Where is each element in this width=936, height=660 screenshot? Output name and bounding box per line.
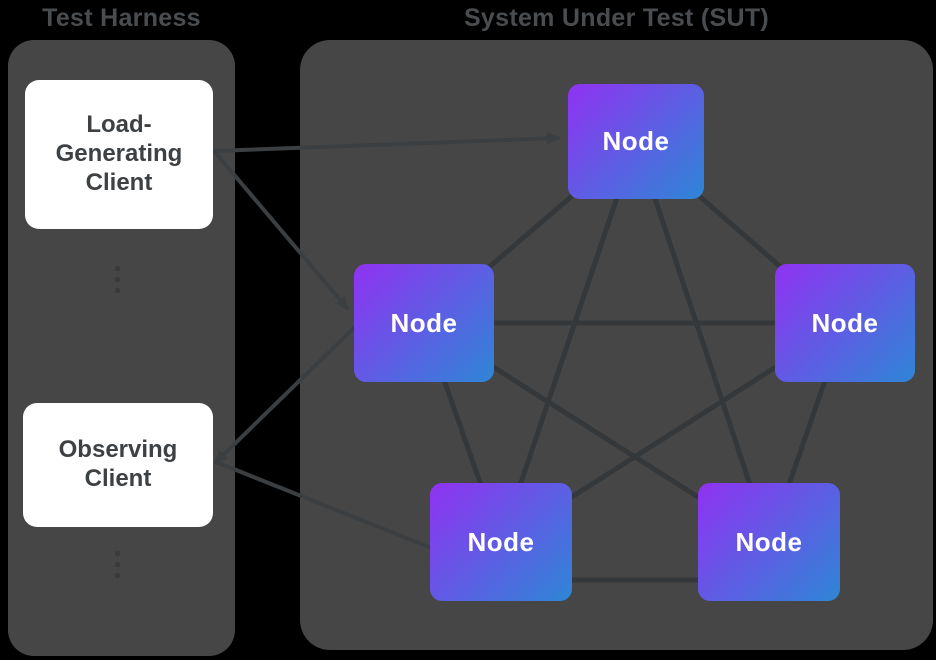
- ellipsis-icon: [115, 551, 120, 578]
- node-label: Node: [811, 307, 879, 338]
- node-bottom-right: Node: [698, 483, 840, 601]
- observing-client-box: Observing Client: [23, 403, 213, 527]
- node-label: Node: [735, 526, 803, 557]
- ellipsis-icon: [115, 266, 120, 293]
- observing-client-label: Observing Client: [58, 436, 178, 492]
- node-left: Node: [354, 264, 494, 382]
- load-generating-client-box: Load-Generating Client: [25, 80, 213, 229]
- node-label: Node: [602, 126, 670, 156]
- node-top: Node: [568, 84, 704, 199]
- load-generating-client-label: Load-Generating Client: [55, 111, 183, 196]
- node-label: Node: [467, 526, 535, 557]
- harness-title: Test Harness: [42, 3, 201, 32]
- node-right: Node: [775, 264, 915, 382]
- node-bottom-left: Node: [430, 483, 572, 601]
- sut-title: System Under Test (SUT): [463, 3, 770, 32]
- node-label: Node: [390, 307, 458, 338]
